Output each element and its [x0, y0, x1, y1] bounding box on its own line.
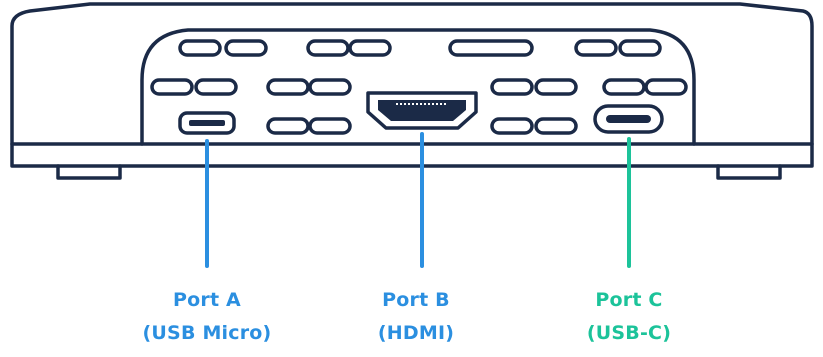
port-a-name: Port A: [173, 289, 241, 311]
vent-slots: [150, 39, 688, 135]
usb-c-port-icon: [593, 104, 664, 134]
port-b-name: Port B: [382, 289, 450, 311]
hdmi-port-icon: [366, 91, 478, 130]
port-a-label: Port A (USB Micro): [117, 284, 297, 350]
port-panel: [140, 28, 696, 146]
port-b-type: (HDMI): [377, 322, 455, 344]
port-c-name: Port C: [595, 289, 663, 311]
port-c-label: Port C (USB-C): [539, 284, 719, 350]
right-foot: [716, 164, 782, 180]
port-a-type: (USB Micro): [142, 322, 272, 344]
left-foot: [56, 164, 122, 180]
port-b-label: Port B (HDMI): [326, 284, 506, 350]
usb-micro-port-icon: [178, 111, 236, 135]
device-body: [10, 2, 814, 168]
port-c-type: (USB-C): [586, 322, 672, 344]
